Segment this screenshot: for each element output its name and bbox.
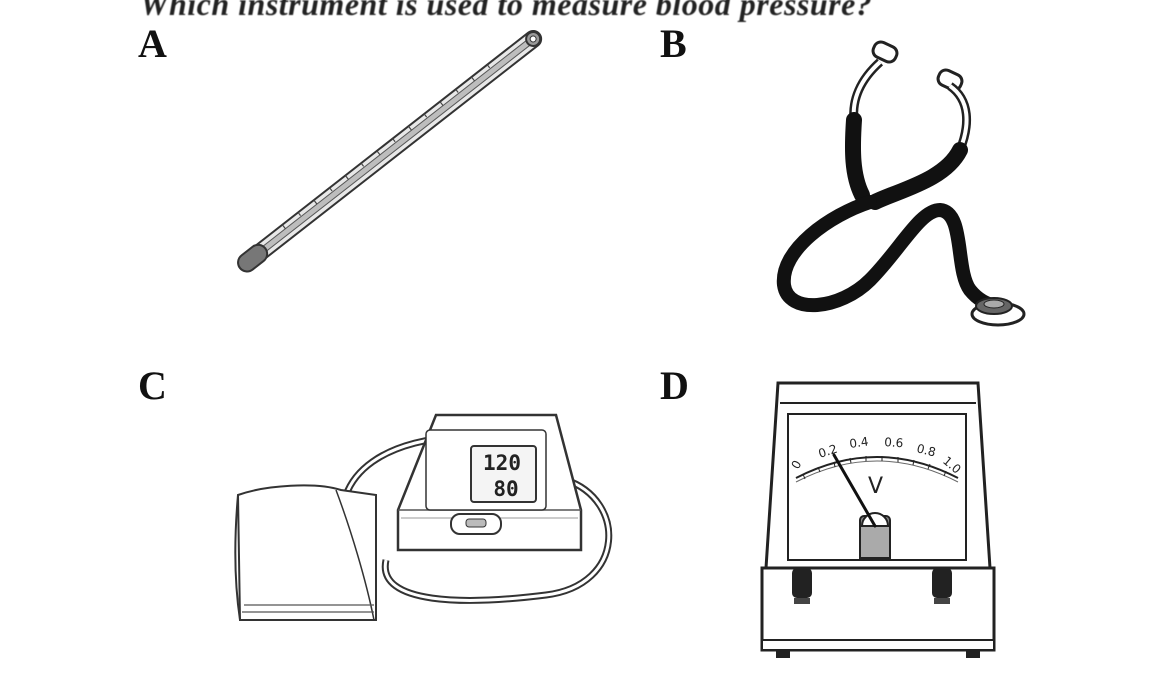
needle (832, 453, 877, 528)
option-b-letter[interactable]: B (660, 21, 687, 66)
terminal-left (792, 568, 812, 604)
blood-pressure-monitor-icon[interactable]: 120 80 (226, 400, 626, 635)
voltmeter-icon[interactable]: 0 0.2 0.4 0.6 0.8 1.0 V (758, 378, 998, 663)
scale-label: 0.6 (884, 435, 904, 450)
option-c-letter[interactable]: C (138, 363, 167, 408)
systolic-reading: 120 (483, 451, 521, 475)
terminal-right (932, 568, 952, 604)
unit-label: V (868, 474, 883, 499)
scale-label: 0.8 (915, 441, 937, 459)
diastolic-reading: 80 (493, 477, 518, 501)
scale-label: 0.4 (848, 434, 869, 451)
option-a-letter[interactable]: A (138, 21, 167, 66)
option-d-letter[interactable]: D (660, 363, 689, 408)
thermometer-icon[interactable] (230, 29, 543, 280)
stethoscope-icon[interactable] (770, 40, 1040, 340)
question-text: Which instrument is used to measure bloo… (140, 0, 873, 22)
